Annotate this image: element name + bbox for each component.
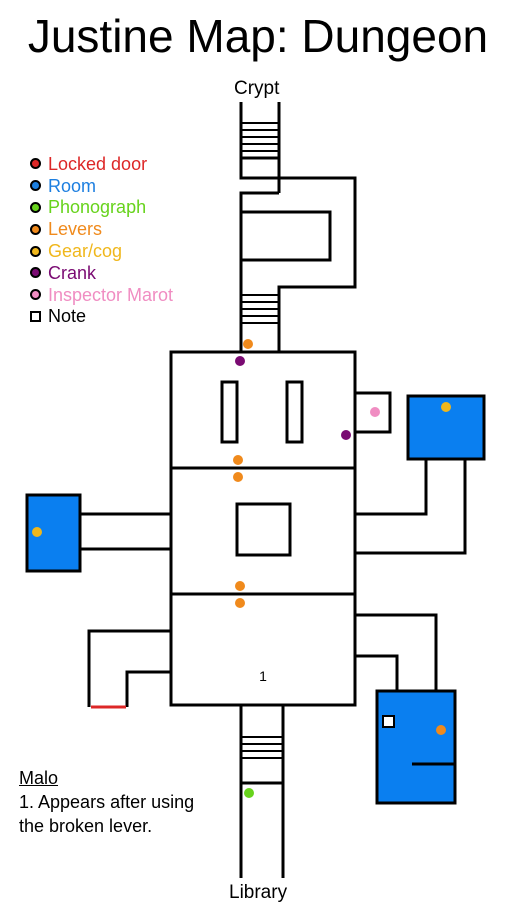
legend-item-crank: Crank xyxy=(30,262,173,284)
note-icon xyxy=(382,715,395,728)
walls xyxy=(80,102,467,878)
main-hall xyxy=(169,350,357,707)
center-pit xyxy=(235,502,292,557)
lever-marker xyxy=(233,455,243,465)
library-stairs xyxy=(241,736,283,759)
legend-item-inspector: Inspector Marot xyxy=(30,284,173,306)
locked-door-dot-icon xyxy=(30,158,41,170)
legend-label: Locked door xyxy=(48,153,148,174)
legend-label: Inspector Marot xyxy=(48,284,174,305)
notes: Malo 1. Appears after using the broken l… xyxy=(19,766,194,838)
lever-marker xyxy=(243,339,253,349)
legend-label: Crank xyxy=(48,262,97,283)
crypt-corridor-wall xyxy=(241,210,332,262)
lever-dot-icon xyxy=(30,223,41,235)
legend-label: Note xyxy=(48,306,87,327)
legend: Locked door Room Phonograph Levers Gear/… xyxy=(30,153,173,327)
room-lower-right xyxy=(375,689,457,805)
side-alcove xyxy=(355,391,392,434)
lower-right-passage-wall xyxy=(355,654,399,692)
gear-marker xyxy=(441,402,451,412)
legend-item-note: Note xyxy=(30,306,173,328)
legend-item-levers: Levers xyxy=(30,218,173,240)
legend-item-locked-door: Locked door xyxy=(30,153,173,175)
crank-dot-icon xyxy=(30,267,41,279)
room-dot-icon xyxy=(30,180,41,192)
room-number: 1 xyxy=(259,668,267,684)
pillar xyxy=(285,380,304,444)
legend-item-phonograph: Phonograph xyxy=(30,197,173,219)
phonograph-dot-icon xyxy=(30,201,41,213)
crypt-corridor-wall xyxy=(239,102,357,352)
gear-marker xyxy=(32,527,42,537)
legend-label: Levers xyxy=(48,219,103,240)
lever-marker xyxy=(235,581,245,591)
notes-line: 1. Appears after using xyxy=(19,792,195,812)
lever-marker xyxy=(235,598,245,608)
crypt-label: Crypt xyxy=(234,78,280,99)
legend-item-gear: Gear/cog xyxy=(30,240,173,262)
legend-item-room: Room xyxy=(30,175,173,197)
phonograph-marker xyxy=(244,788,254,798)
right-passage-wall xyxy=(355,458,428,516)
lever-marker xyxy=(436,725,446,735)
inspector-marker xyxy=(370,407,380,417)
crank-marker xyxy=(235,356,245,366)
crank-marker xyxy=(341,430,351,440)
lever-marker xyxy=(233,472,243,482)
crypt-stairs xyxy=(241,122,279,152)
notes-line: the broken lever. xyxy=(19,816,153,836)
lower-left-passage-wall xyxy=(87,629,171,707)
gear-dot-icon xyxy=(30,245,41,257)
legend-label: Phonograph xyxy=(48,197,147,218)
legend-label: Room xyxy=(48,175,97,196)
inspector-dot-icon xyxy=(30,289,41,301)
library-label: Library xyxy=(229,882,288,903)
middle-stairs xyxy=(241,294,279,324)
right-passage-wall xyxy=(355,458,467,555)
lower-left-passage-wall xyxy=(125,670,171,707)
crypt-corridor-wall xyxy=(239,191,279,352)
note-square-icon xyxy=(30,310,41,322)
lower-right-passage-wall xyxy=(355,613,438,692)
pillar xyxy=(220,380,239,444)
map-title: Justine Map: Dungeon xyxy=(27,10,489,62)
markers xyxy=(32,339,451,798)
notes-heading: Malo xyxy=(19,768,59,788)
legend-label: Gear/cog xyxy=(48,241,123,262)
